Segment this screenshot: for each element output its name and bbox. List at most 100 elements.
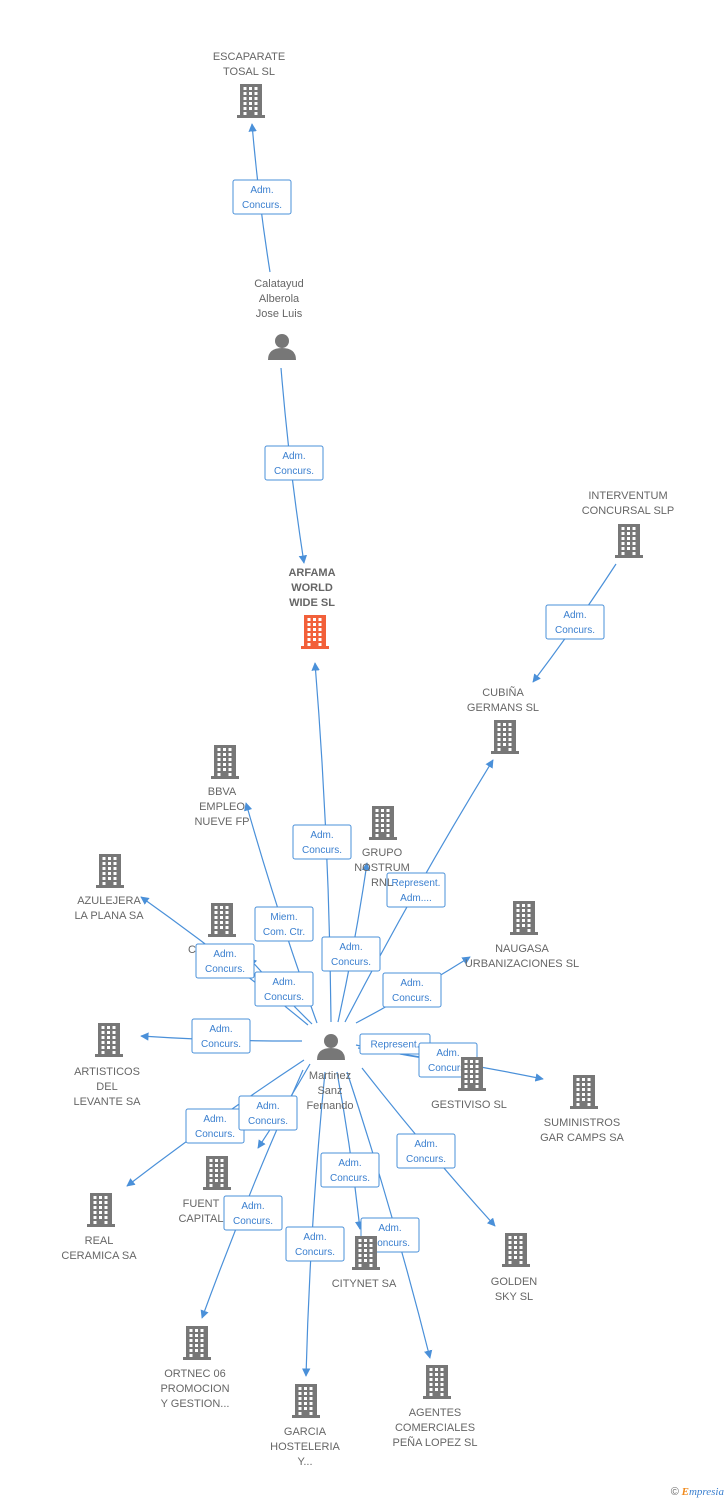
edge-label-martinez-to-gestiviso[interactable]: Represent. (359, 1033, 431, 1055)
node-label-line: TOSAL SL (223, 66, 275, 78)
edge-label-text: Adm. (250, 185, 273, 196)
building-icon (292, 1384, 320, 1418)
node-label-line: NOSTRUM (354, 862, 410, 874)
node-label-line: CITYNET SA (332, 1278, 397, 1290)
edge-label-text: Adm. (272, 977, 295, 988)
edge-label-text: Concurs. (274, 466, 314, 477)
node-label-line: SUMINISTROS (544, 1117, 620, 1129)
edge-label-text: Concurs. (406, 1154, 446, 1165)
edge-label-martinez-to-azulejera[interactable]: Adm.Concurs. (195, 943, 255, 979)
edge-label-text: Concurs. (233, 1216, 273, 1227)
edge-label-box (292, 824, 352, 860)
edge-label-box (382, 972, 442, 1008)
edge-label-martinez-to-golden[interactable]: Adm. Concurs. (396, 1133, 456, 1169)
node-label-line: AGENTES (409, 1407, 462, 1419)
node-suministros[interactable]: SUMINISTROS GAR CAMPS SA (540, 1075, 625, 1144)
building-icon (570, 1075, 598, 1109)
edge-label-text: Adm. (378, 1223, 401, 1234)
edge-label-text: Concurs. (428, 1063, 468, 1074)
edge-label-text: Adm. (414, 1139, 437, 1150)
node-label-line: ESCAPARATE (213, 51, 285, 63)
node-label-line: GESTIVISO SL (431, 1099, 507, 1111)
node-garcia[interactable]: GARCIAHOSTELERIAY... (270, 1384, 341, 1468)
node-label-line: COMERCIALES (395, 1422, 475, 1434)
node-citynet[interactable]: CITYNET SA (332, 1236, 397, 1290)
edge-label-martinez-to-grupo[interactable]: Adm.Concurs. (321, 936, 381, 972)
edge-label-text: Concurs. (392, 993, 432, 1004)
node-label-line: RNL (371, 877, 393, 889)
building-icon (352, 1236, 380, 1270)
node-label-line: GAR CAMPS SA (540, 1132, 624, 1144)
edge-label-martinez-to-real[interactable]: Adm.Concurs. (185, 1108, 245, 1144)
edge-label-text: Adm. (400, 978, 423, 989)
edge-label-martinez-to-c_hidden[interactable]: Adm.Concurs. (254, 971, 314, 1007)
node-label-line: CONCURSAL SLP (582, 505, 675, 517)
edge-label-martinez-to-naugasa[interactable]: Adm. Concurs. (382, 972, 442, 1008)
edge-label-box (545, 604, 605, 640)
edge-label-text: Concurs. (370, 1238, 410, 1249)
node-escaparate[interactable]: ESCAPARATE TOSAL SL (213, 51, 285, 118)
node-cubina[interactable]: CUBIÑA GERMANS SL (467, 686, 539, 754)
node-label-line: Martinez (309, 1070, 351, 1082)
node-c_hidden[interactable]: C (188, 903, 236, 956)
edge-label-text: Represent. (371, 1040, 420, 1051)
edge-label-text: Adm. (436, 1048, 459, 1059)
building-icon (491, 720, 519, 754)
edge-label-martinez-to-ortnec[interactable]: Adm.Concurs. (223, 1195, 283, 1231)
node-label-line: LEVANTE SA (73, 1096, 141, 1108)
node-label-line: Jose Luis (256, 308, 303, 320)
edge-label-martinez-to-artisticos[interactable]: Adm.Concurs. (191, 1018, 251, 1054)
footer-brand[interactable]: © Empresia (671, 1486, 724, 1498)
edge-label-interventum-to-cubina[interactable]: Adm.Concurs. (545, 604, 605, 640)
edge-label-martinez-to-bbva[interactable]: Miem.Com. Ctr. (254, 906, 314, 942)
node-label-line: AZULEJERA (77, 895, 141, 907)
edge-label-box (232, 179, 292, 215)
building-icon (95, 1023, 123, 1057)
edge-label-calatayud-to-escaparate[interactable]: Adm.Concurs. (232, 179, 292, 215)
edge-label-calatayud-to-arfama[interactable]: Adm.Concurs. (264, 445, 324, 481)
brand-name: mpresia (688, 1486, 724, 1498)
node-gestiviso[interactable]: GESTIVISO SL (431, 1057, 507, 1111)
edge-label-box (396, 1133, 456, 1169)
edge-label-text: Concurs. (330, 1173, 370, 1184)
building-icon (208, 903, 236, 937)
node-label-line: Y... (297, 1456, 312, 1468)
node-label-line: INTERVENTUM (588, 490, 667, 502)
edge-label-martinez-to-fuente[interactable]: Adm.Concurs. (238, 1095, 298, 1131)
node-label-line: GERMANS SL (467, 702, 539, 714)
edge-label-text: Represent. (392, 878, 441, 889)
edge-label-box (195, 943, 255, 979)
edge-label-box (264, 445, 324, 481)
edges-layer (126, 123, 617, 1377)
node-label-line: Sanz (317, 1085, 342, 1097)
person-icon (317, 1034, 345, 1060)
edge-label-text: Concurs. (302, 845, 342, 856)
edge-label-text: Concurs. (201, 1039, 241, 1050)
edge-martinez-to-garcia (302, 1071, 326, 1377)
building-icon (203, 1156, 231, 1190)
edge-label-martinez-to-citynet[interactable]: Adm.Concurs. (320, 1152, 380, 1188)
node-label-line: CUBIÑA (482, 686, 524, 699)
edge-label-box (238, 1095, 298, 1131)
node-interventum[interactable]: INTERVENTUM CONCURSAL SLP (582, 490, 675, 558)
edge-label-martinez-to-arfama[interactable]: Adm.Concurs. (292, 824, 352, 860)
edge-labels-layer: Adm. Concurs. Adm. Concurs. Adm. Concurs. Adm.… (185, 179, 605, 1262)
edge-label-martinez-to-cubina[interactable]: Represent.Adm.... (386, 872, 446, 908)
edge-label-text: Concurs. (555, 625, 595, 636)
node-label-line: CERAMICA SA (61, 1250, 137, 1262)
edge-label-martinez-to-garcia[interactable]: Adm.Concurs. (285, 1226, 345, 1262)
nodes-layer: ESCAPARATE TOSAL SL CalatayudAlberolaJose … (61, 51, 674, 1468)
